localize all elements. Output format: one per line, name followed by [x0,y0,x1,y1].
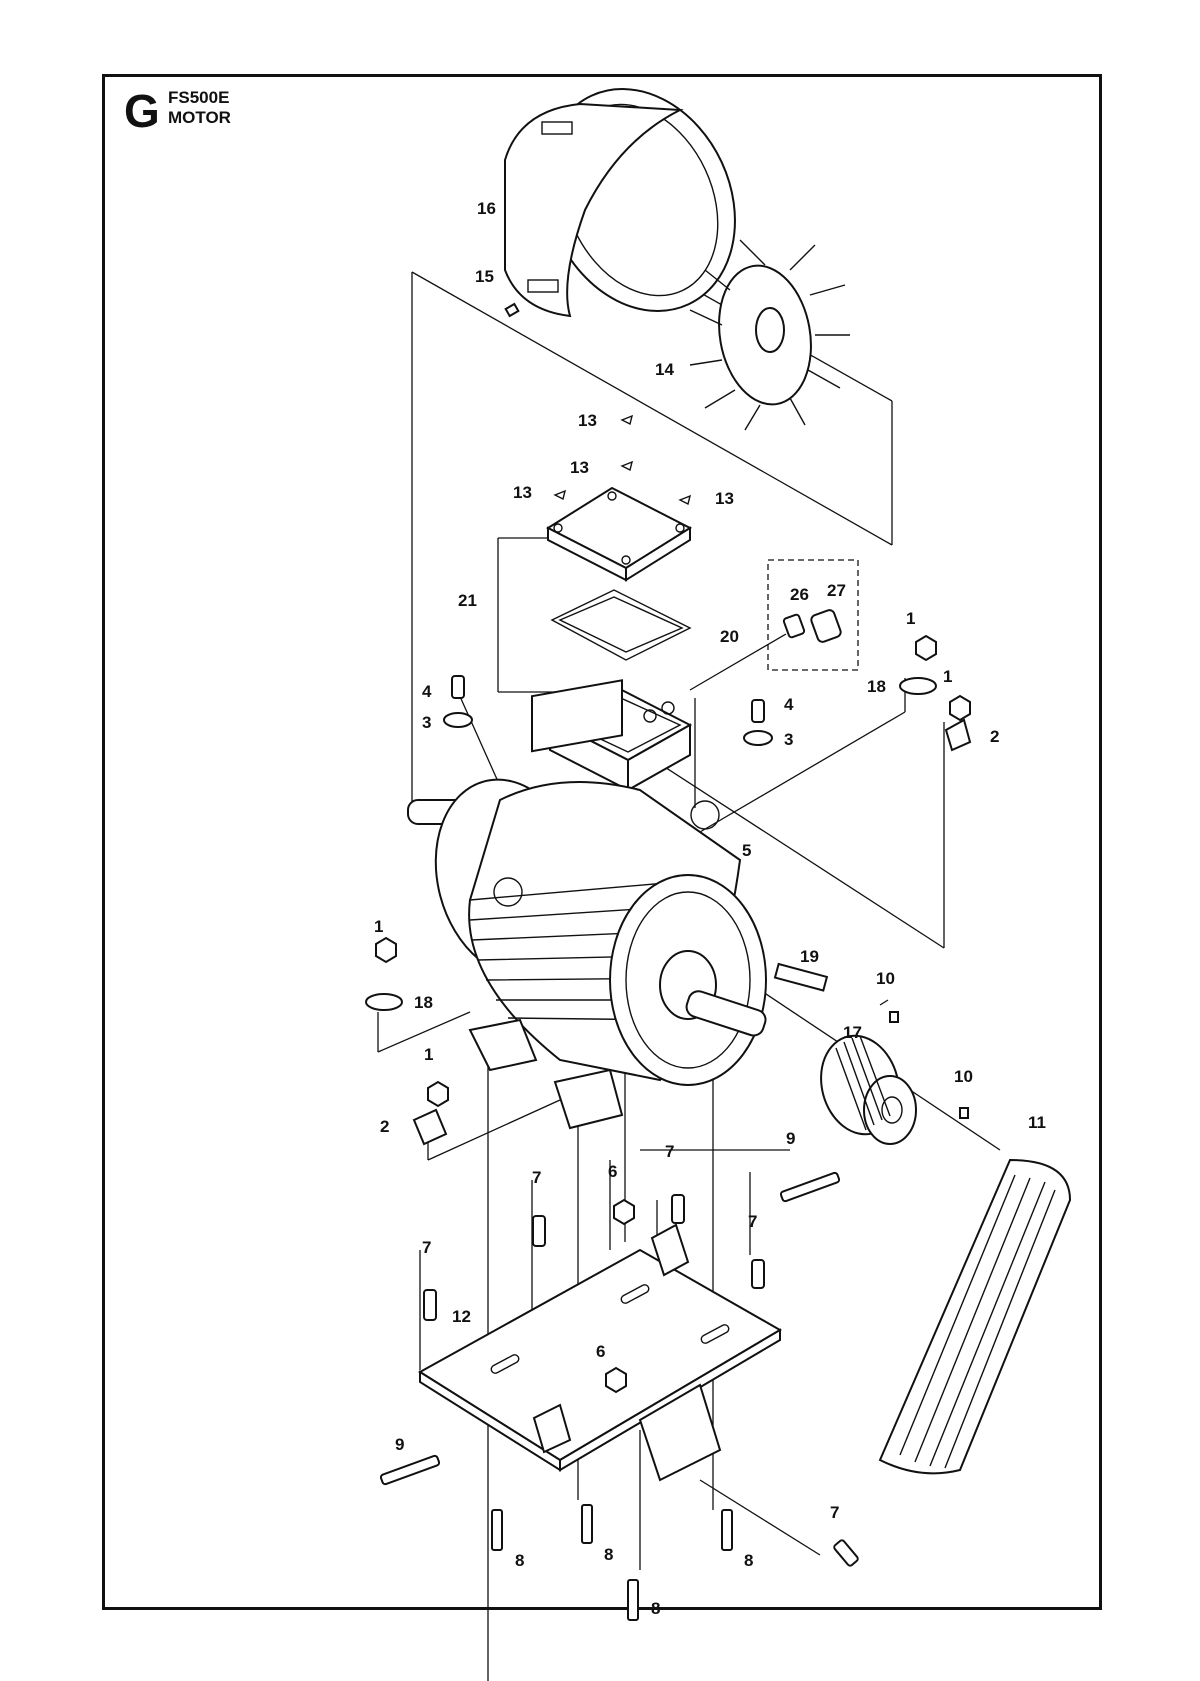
callout-14: 14 [655,360,674,379]
callout-8-d: 8 [651,1599,660,1618]
callout-8-a: 8 [515,1551,524,1570]
drive-belt [878,1158,1072,1475]
callout-labels: 16 15 14 13 13 13 13 21 20 26 27 1 18 1 … [374,199,1046,1618]
callout-5: 5 [742,841,751,860]
callout-19: 19 [800,947,819,966]
callout-13-top: 13 [578,411,597,430]
callout-9-right: 9 [786,1129,795,1148]
callout-10-upper: 10 [876,969,895,988]
model-name: FS500E [168,88,230,107]
fan-cover [504,88,736,318]
electric-motor [407,679,767,1130]
callout-18-left: 18 [414,993,433,1012]
callout-4-left: 4 [422,682,432,701]
callout-21: 21 [458,591,477,610]
callout-1-lower-left: 1 [424,1045,433,1064]
cable-gland-group [689,559,859,691]
callout-7-mid: 7 [665,1142,674,1161]
callout-18-right: 18 [867,677,886,696]
callout-6-upper: 6 [608,1162,617,1181]
callout-7-left: 7 [532,1168,541,1187]
callout-15: 15 [475,267,494,286]
callout-6-lower: 6 [596,1342,605,1361]
callout-2-right: 2 [990,727,999,746]
callout-8-c: 8 [744,1551,753,1570]
motor-base-plate [418,1223,782,1482]
shaft-key [773,962,829,992]
callout-10-lower: 10 [954,1067,973,1086]
callout-3-right: 3 [784,730,793,749]
callout-16: 16 [477,199,496,218]
callout-1-upper-right: 1 [906,609,915,628]
callout-17: 17 [843,1023,862,1042]
page-title: MOTOR [168,108,231,127]
callout-27: 27 [827,581,846,600]
section-letter: G [124,85,160,137]
callout-7-right: 7 [748,1212,757,1231]
diagram-frame [102,74,1102,1610]
callout-3-left: 3 [422,713,431,732]
callout-7-far-left: 7 [422,1238,431,1257]
callout-13-mid: 13 [570,458,589,477]
callout-13-right: 13 [715,489,734,508]
fasteners [365,302,972,1621]
callout-12: 12 [452,1307,471,1326]
callout-4-right: 4 [784,695,794,714]
callout-11: 11 [1028,1113,1046,1132]
callout-7-lower-right: 7 [830,1503,839,1522]
callout-20: 20 [720,627,739,646]
callout-13-left: 13 [513,483,532,502]
callout-1-left: 1 [374,917,383,936]
callout-9-left: 9 [395,1435,404,1454]
pulley [820,1034,917,1145]
callout-1-far-right: 1 [943,667,952,686]
cooling-fan [689,239,850,431]
callout-8-b: 8 [604,1545,613,1564]
callout-2-left: 2 [380,1117,389,1136]
callout-26: 26 [790,585,809,604]
